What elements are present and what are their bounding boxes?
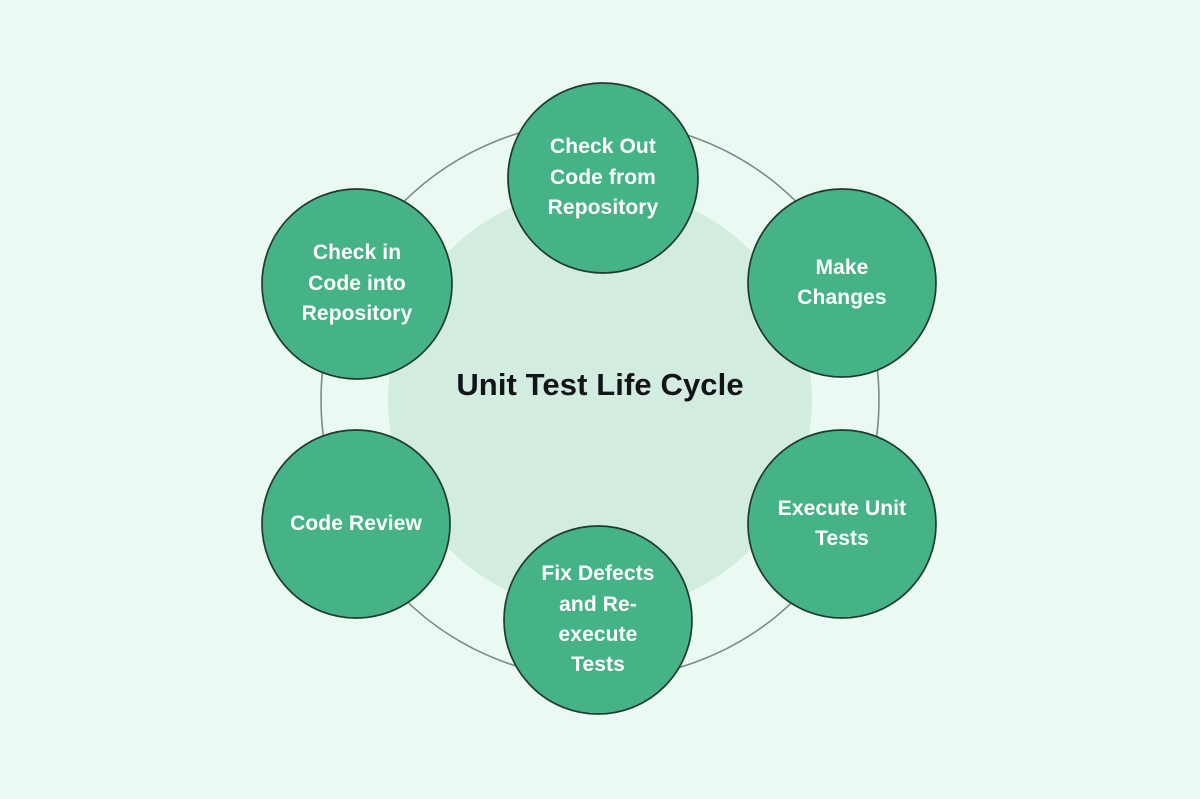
- diagram-center-title: Unit Test Life Cycle: [456, 367, 744, 402]
- inner-disc: [388, 188, 812, 612]
- node-circle-check-out-code[interactable]: [507, 82, 699, 274]
- node-circle-execute-unit-tests[interactable]: [747, 429, 937, 619]
- node-circle-check-in-code[interactable]: [261, 188, 453, 380]
- node-circle-make-changes[interactable]: [747, 188, 937, 378]
- node-circle-code-review[interactable]: [261, 429, 451, 619]
- node-circle-fix-defects[interactable]: [503, 525, 693, 715]
